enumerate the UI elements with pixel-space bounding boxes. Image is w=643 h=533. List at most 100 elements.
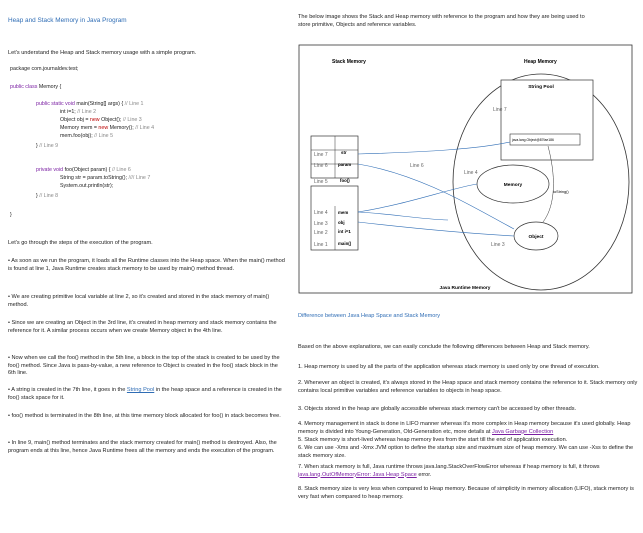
code-comment: // Line 4 — [135, 125, 155, 131]
stack-title: Stack Memory — [332, 59, 366, 65]
main-row-var: int i=1 — [338, 229, 351, 234]
main-row-line: Line 4 — [314, 210, 328, 216]
code-comment: // Line 3 — [122, 117, 142, 123]
heap-line-3: Line 3 — [491, 242, 505, 248]
heap-line-4: Line 4 — [464, 170, 478, 176]
code-keyword: private void — [36, 167, 64, 173]
diagram-intro: The below image shows the Stack and Heap… — [298, 14, 585, 28]
internal-arrows — [542, 145, 554, 223]
code-comment: // Line 1 — [124, 101, 144, 107]
code-keyword: public class — [10, 84, 38, 90]
code-end: } — [10, 212, 12, 218]
code-text: Memory(); — [109, 125, 134, 131]
diff-1: 1. Heap memory is used by all the parts … — [298, 364, 600, 370]
code-text: String str = param.toString(); — [60, 175, 127, 181]
code-keyword: new — [98, 125, 109, 131]
arrow-param — [357, 163, 515, 230]
gc-link[interactable]: Java Garbage Collection — [492, 428, 554, 435]
main-row-var: mem — [338, 210, 348, 215]
foo-row-var: param — [338, 162, 351, 167]
bullet-1: • As soon as we run the program, it load… — [8, 258, 285, 272]
main-row-line: Line 1 — [314, 242, 328, 248]
heap-line-7: Line 7 — [493, 107, 507, 113]
code-package: package com.journaldev.test; — [10, 66, 79, 72]
code-main-line: public static void main(String[] args) {… — [36, 101, 144, 108]
arrow-str — [357, 141, 511, 155]
arrow-mem — [357, 183, 478, 213]
code-comment: // Line 5 — [94, 133, 114, 139]
code-text: Object obj = — [60, 117, 89, 123]
code-keyword: public static void — [36, 101, 75, 107]
heap-line-6: Line 6 — [410, 163, 424, 169]
conclusion-text: Based on the above explanations, we can … — [298, 344, 590, 350]
string-pool-title: String Pool — [528, 84, 554, 90]
code-text: int i=1; — [60, 109, 76, 115]
diff-3: 3. Objects stored in the heap are global… — [298, 406, 577, 412]
diff-8: 8. Stack memory size is very less when c… — [298, 486, 634, 500]
main-row-var: main() — [338, 241, 352, 246]
diff-4: 4. Memory management in stack is done in… — [298, 421, 631, 435]
foo-row-line: Line 7 — [314, 152, 328, 158]
code-line-9: } // Line 9 — [36, 143, 58, 150]
code-line-8: } // Line 8 — [36, 193, 58, 200]
code-class-line: public class Memory { — [10, 84, 61, 91]
foo-row-line: Line 5 — [314, 179, 328, 185]
memory-diagram: Stack Memory Heap Memory Line 7 str Line… — [298, 44, 633, 294]
arrow-obj — [357, 221, 515, 237]
diff-5: 5. Stack memory is short-lived whereas h… — [298, 437, 568, 443]
bullet-5: • A string is created in the 7th line, i… — [8, 387, 282, 401]
intro-text: Let's understand the Heap and Stack memo… — [8, 50, 197, 56]
bullet-7: • In line 9, main() method terminates an… — [8, 440, 277, 454]
arrow-mem-2 — [357, 211, 449, 221]
code-text: } — [36, 193, 38, 199]
diff-2: 2. Whenever an object is created, it's a… — [298, 380, 638, 394]
pool-value-box — [509, 133, 581, 146]
foo-stack-block — [310, 135, 359, 179]
main-stack-block — [310, 185, 359, 251]
bullet-3: • Since we are creating an Object in the… — [8, 320, 277, 334]
main-row-line: Line 2 — [314, 230, 328, 236]
object-label: Object — [529, 234, 544, 240]
code-println: System.out.println(str); — [60, 183, 114, 189]
foo-row-line: Line 6 — [314, 163, 328, 169]
code-comment: // Line 8 — [39, 193, 59, 199]
code-text: Object(); — [101, 117, 122, 123]
code-text: Memory { — [38, 84, 62, 90]
code-comment: // Line 2 — [77, 109, 97, 115]
string-pool-link[interactable]: String Pool — [126, 387, 155, 393]
foo-row-var: foo() — [340, 178, 350, 183]
code-comment: // Line 6 — [112, 167, 131, 173]
code-text: } — [36, 143, 38, 149]
code-line-4: Memory mem = new Memory(); // Line 4 — [60, 125, 154, 132]
pool-value: java.lang.Object@87fae186 — [511, 138, 554, 142]
code-text: foo(Object param) { — [64, 167, 111, 173]
string-pool-box — [500, 79, 594, 161]
bullet-6: • foo() method is terminated in the 8th … — [8, 413, 281, 419]
main-row-line: Line 3 — [314, 221, 328, 227]
code-text: mem.foo(obj); — [60, 133, 93, 139]
memory-label: Memory — [504, 182, 523, 188]
section-title: Difference between Java Heap Space and S… — [298, 313, 440, 319]
heap-title: Heap Memory — [524, 59, 557, 65]
diagram-caption: Java Runtime Memory — [440, 285, 491, 291]
code-comment: // Line 9 — [39, 143, 59, 149]
code-keyword: new — [89, 117, 100, 123]
code-foo-line: private void foo(Object param) { // Line… — [36, 167, 131, 174]
reference-arrows — [357, 141, 515, 237]
code-line-3: Object obj = new Object(); // Line 3 — [60, 117, 142, 124]
steps-intro: Let's go through the steps of the execut… — [8, 240, 153, 246]
article-title: Heap and Stack Memory in Java Program — [8, 17, 127, 24]
arrow-tostring — [542, 145, 554, 223]
code-comment: //// Line 7 — [128, 175, 151, 181]
oom-link[interactable]: java.lang.OutOfMemoryError: Java Heap Sp… — [298, 471, 417, 478]
main-row-var: obj — [338, 220, 345, 225]
code-line-5: mem.foo(obj); // Line 5 — [60, 133, 113, 140]
code-text: Memory mem = — [60, 125, 97, 131]
foo-row-var: str — [341, 150, 347, 155]
tostring-label: toString() — [553, 190, 569, 194]
code-text: main(String[] args) { — [76, 101, 124, 107]
code-line-7: String str = param.toString(); //// Line… — [60, 175, 150, 182]
bullet-4: • Now when we call the foo() method in t… — [8, 355, 280, 377]
diff-7: 7. When stack memory is full, Java runti… — [298, 464, 600, 478]
bullet-2: • We are creating primitive local variab… — [8, 294, 270, 308]
